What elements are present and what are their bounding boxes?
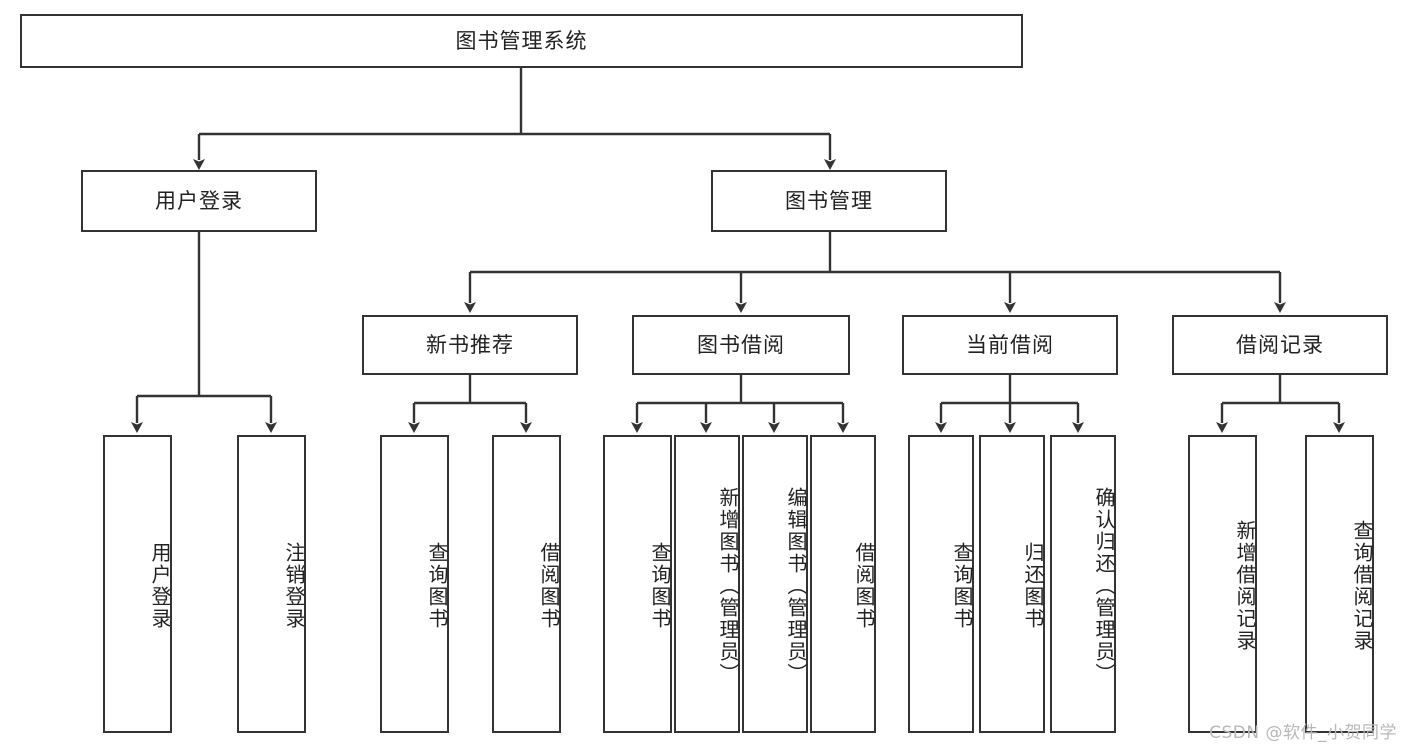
node-label: 图书管理系统 bbox=[455, 28, 588, 53]
watermark: CSDN @软件_小贺同学 bbox=[1209, 723, 1397, 743]
node-book-management[interactable]: 图书管理 bbox=[711, 170, 947, 232]
leaf-borrow-query-book[interactable]: 查询图书 bbox=[603, 435, 672, 733]
node-label: 新增图书（管理员） bbox=[716, 487, 740, 685]
node-label: 注销登录 bbox=[282, 542, 306, 630]
node-label: 归还图书 bbox=[1021, 542, 1045, 630]
node-label: 新增借阅记录 bbox=[1233, 520, 1257, 652]
node-label: 用户登录 bbox=[148, 542, 172, 630]
node-label: 查询图书 bbox=[648, 542, 672, 630]
node-label: 确认归还（管理员） bbox=[1092, 487, 1116, 685]
leaf-new-book-borrow[interactable]: 借阅图书 bbox=[492, 435, 561, 733]
leaf-current-confirm-return[interactable]: 确认归还（管理员） bbox=[1050, 435, 1116, 733]
leaf-record-query[interactable]: 查询借阅记录 bbox=[1305, 435, 1374, 733]
node-new-book-recommend[interactable]: 新书推荐 bbox=[362, 315, 578, 375]
leaf-new-book-query[interactable]: 查询图书 bbox=[380, 435, 449, 733]
leaf-borrow-borrow-book[interactable]: 借阅图书 bbox=[810, 435, 876, 733]
node-label: 借阅图书 bbox=[852, 542, 876, 630]
leaf-user-login[interactable]: 用户登录 bbox=[103, 435, 172, 733]
node-borrow-records[interactable]: 借阅记录 bbox=[1172, 315, 1388, 375]
node-label: 查询图书 bbox=[950, 542, 974, 630]
node-label: 图书管理 bbox=[785, 188, 873, 213]
node-user-login[interactable]: 用户登录 bbox=[81, 170, 317, 232]
leaf-borrow-edit-book[interactable]: 编辑图书（管理员） bbox=[742, 435, 808, 733]
node-label: 编辑图书（管理员） bbox=[784, 487, 808, 685]
leaf-current-query-book[interactable]: 查询图书 bbox=[908, 435, 974, 733]
leaf-logout[interactable]: 注销登录 bbox=[237, 435, 306, 733]
node-label: 图书借阅 bbox=[697, 332, 785, 357]
node-root-system[interactable]: 图书管理系统 bbox=[20, 14, 1023, 68]
leaf-current-return-book[interactable]: 归还图书 bbox=[979, 435, 1045, 733]
leaf-record-add[interactable]: 新增借阅记录 bbox=[1188, 435, 1257, 733]
node-book-borrow[interactable]: 图书借阅 bbox=[632, 315, 850, 375]
node-current-borrow[interactable]: 当前借阅 bbox=[902, 315, 1118, 375]
node-label: 查询图书 bbox=[425, 542, 449, 630]
leaf-borrow-add-book[interactable]: 新增图书（管理员） bbox=[674, 435, 740, 733]
node-label: 新书推荐 bbox=[426, 332, 514, 357]
node-label: 查询借阅记录 bbox=[1350, 520, 1374, 652]
node-label: 用户登录 bbox=[155, 188, 243, 213]
node-label: 借阅记录 bbox=[1236, 332, 1324, 357]
node-label: 借阅图书 bbox=[537, 542, 561, 630]
node-label: 当前借阅 bbox=[966, 332, 1054, 357]
